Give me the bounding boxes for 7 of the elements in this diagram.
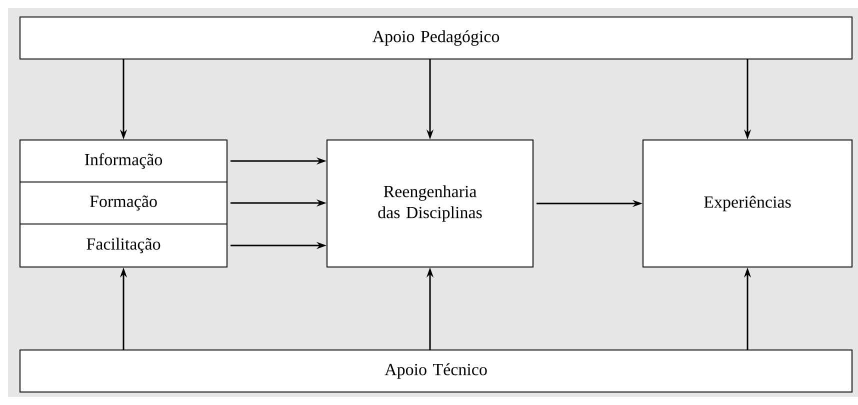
label-band: Apoio Pedagógico <box>20 16 852 60</box>
process-box: Formação <box>20 182 228 224</box>
label-band: Apoio Técnico <box>20 350 852 392</box>
process-box: Informação <box>20 140 228 182</box>
process-box: Facilitação <box>20 224 228 268</box>
process-box: Reengenharia das Disciplinas <box>326 140 534 268</box>
process-box: Experiências <box>642 140 852 268</box>
